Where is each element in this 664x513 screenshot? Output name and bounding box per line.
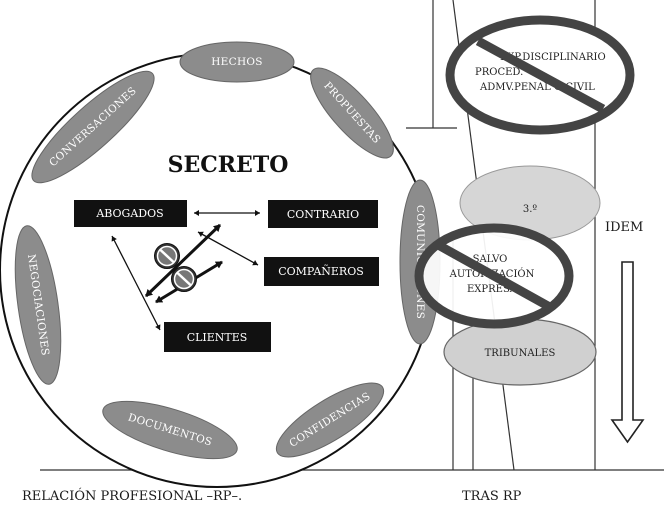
box-contrario: CONTRARIO [268, 200, 378, 228]
salvo-line1: SALVO [473, 254, 508, 265]
no-entry-icon [171, 266, 197, 292]
box-companeros-label: COMPAÑEROS [278, 264, 364, 278]
prohibited-exp-disciplinario: EXP.DISCIPLINARIO PROCED. ADMV.PENAL O C… [445, 15, 635, 135]
footer-relacion-profesional: RELACIÓN PROFESIONAL –RP–. [22, 487, 242, 504]
oval-tercero: 3.º [459, 165, 601, 241]
box-abogados-label: ABOGADOS [95, 207, 163, 220]
idem-label: IDEM [605, 220, 643, 235]
tribunales-label: TRIBUNALES [485, 348, 556, 359]
oval-negociaciones: NEGOCIACIONES [14, 225, 62, 385]
prohibited-salvo-autorizacion: SALVO AUTORIZACIÓN EXPRESA [414, 223, 574, 329]
arrow-abogados-clientes [111, 235, 161, 331]
salvo-line3: EXPRESA [467, 284, 518, 295]
diagram-title: SECRETO [168, 152, 289, 178]
down-arrow-icon [610, 261, 645, 444]
oval-hechos: HECHOS [179, 41, 295, 83]
oval-documentos: DOCUMENTOS [102, 400, 238, 460]
footer-tras-rp: TRAS RP [462, 489, 522, 504]
box-contrario-label: CONTRARIO [287, 208, 359, 221]
exp-line3: ADMV.PENAL O CIVIL [479, 82, 595, 93]
box-companeros: COMPAÑEROS [264, 257, 379, 286]
box-clientes-label: CLIENTES [187, 331, 248, 344]
oval-tribunales: TRIBUNALES [443, 318, 597, 386]
exp-line1: EXP.DISCIPLINARIO [500, 52, 606, 63]
box-abogados: ABOGADOS [74, 200, 187, 227]
tercero-label: 3.º [523, 204, 538, 215]
oval-hechos-label: HECHOS [211, 56, 263, 68]
box-clientes: CLIENTES [164, 322, 271, 352]
exp-line2: PROCED. [475, 67, 523, 78]
no-entry-icon [154, 243, 180, 269]
